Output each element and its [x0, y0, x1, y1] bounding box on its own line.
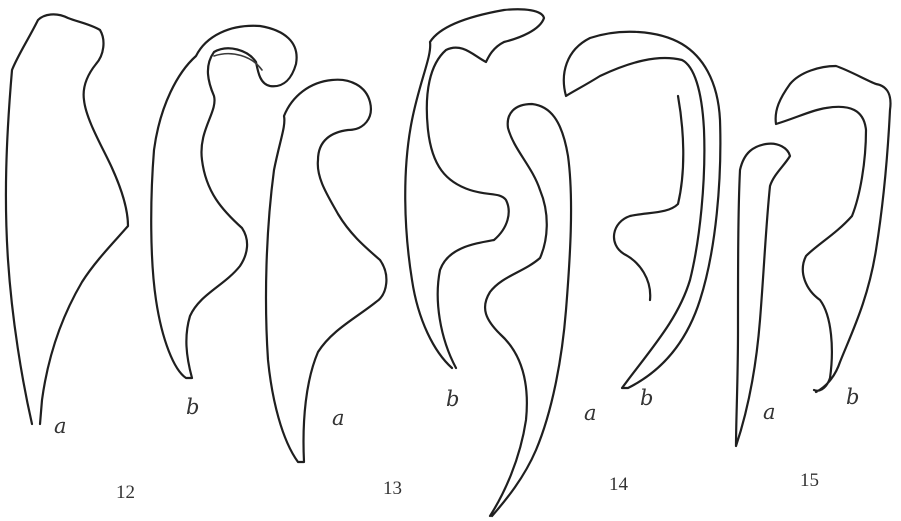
figure-14a-label: a	[584, 401, 597, 425]
figure-12a-label: a	[54, 414, 67, 438]
figure-13a-label: a	[332, 406, 345, 430]
figure-15-number: 15	[800, 470, 819, 491]
figure-15b-label: b	[846, 385, 859, 409]
figure-12b-label: b	[186, 395, 199, 419]
figure-12-number: 12	[116, 482, 135, 503]
figure-13b-label: b	[446, 387, 459, 411]
figure-13-number: 13	[383, 478, 402, 499]
figure-15a-label: a	[763, 400, 776, 424]
figure-14-number: 14	[609, 474, 629, 495]
figure-14b-label: b	[640, 386, 653, 410]
